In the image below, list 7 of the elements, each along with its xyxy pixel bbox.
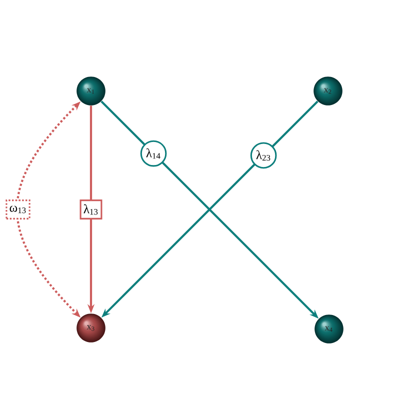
edge-label: ω$_{13}$ <box>6 200 30 220</box>
edge-label: λ$_{14}$ <box>140 140 167 167</box>
sphere-node: x$_{2}$ <box>314 76 342 106</box>
sphere-node: x$_{4}$ <box>314 314 344 344</box>
edge-label: λ$_{13}$ <box>80 200 102 220</box>
sphere-node: x$_{3}$ <box>76 314 106 342</box>
edge-label: λ$_{23}$ <box>250 142 277 169</box>
